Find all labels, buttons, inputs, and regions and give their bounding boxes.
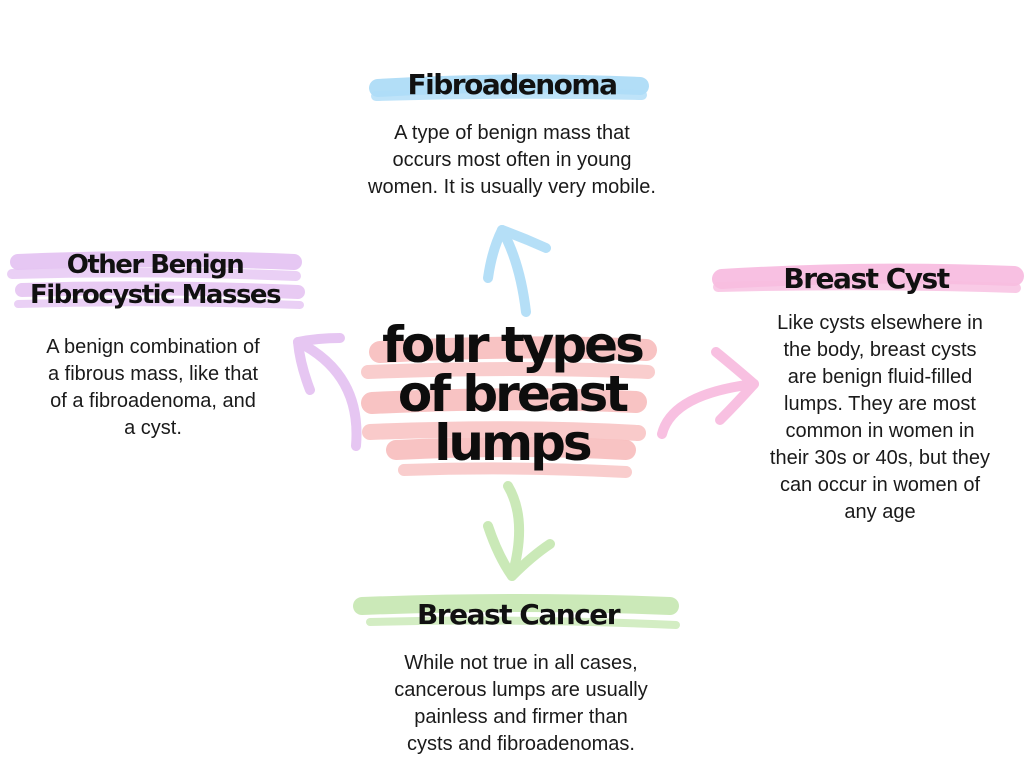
fibroadenoma-line: A type of benign mass that bbox=[394, 122, 630, 144]
other-line: a fibrous mass, like that bbox=[47, 363, 259, 385]
other-line: of a fibroadenoma, and bbox=[50, 390, 256, 412]
center-title-line-1: four types bbox=[382, 316, 645, 374]
fibroadenoma-highlight bbox=[369, 74, 649, 101]
other-highlight bbox=[7, 251, 305, 309]
fibroadenoma-line: occurs most often in young bbox=[392, 149, 632, 171]
cancer-line: While not true in all cases, bbox=[404, 652, 638, 674]
cancer-line: cancerous lumps are usually bbox=[394, 679, 648, 701]
cyst-line: lumps. They are most bbox=[784, 393, 976, 415]
arrow-right-icon bbox=[657, 347, 759, 439]
other-description: A benign combination of a fibrous mass, … bbox=[8, 334, 298, 442]
cyst-line: Like cysts elsewhere in bbox=[777, 312, 983, 334]
fibroadenoma-title: Fibroadenoma bbox=[407, 68, 618, 101]
center-title: four types of breast lumps bbox=[362, 320, 662, 468]
other-title: Other Benign Fibrocystic Masses bbox=[6, 250, 304, 310]
center-title-line-3: lumps bbox=[434, 414, 592, 472]
cyst-title: Breast Cyst bbox=[783, 262, 950, 295]
fibroadenoma-line: women. It is usually very mobile. bbox=[368, 176, 656, 198]
cyst-line: any age bbox=[844, 501, 916, 523]
center-title-line-2: of breast bbox=[397, 365, 629, 423]
cancer-highlight bbox=[353, 594, 680, 629]
cyst-description: Like cysts elsewhere in the body, breast… bbox=[730, 310, 1024, 526]
center-highlight bbox=[361, 336, 657, 478]
other-line: A benign combination of bbox=[46, 336, 260, 358]
cancer-title: Breast Cancer bbox=[416, 598, 621, 631]
cyst-highlight bbox=[712, 263, 1024, 293]
cancer-line: cysts and fibroadenomas. bbox=[407, 733, 635, 755]
fibroadenoma-description: A type of benign mass that occurs most o… bbox=[332, 120, 692, 201]
cyst-line: are benign fluid-filled bbox=[787, 366, 973, 388]
cancer-line: painless and firmer than bbox=[414, 706, 628, 728]
cyst-line: their 30s or 40s, but they bbox=[769, 447, 991, 469]
other-line: a cyst. bbox=[124, 417, 182, 439]
arrow-up-icon bbox=[483, 225, 551, 317]
other-title-line-1: Other Benign bbox=[66, 250, 245, 280]
arrow-down-icon bbox=[483, 481, 555, 581]
cancer-description: While not true in all cases, cancerous l… bbox=[346, 650, 696, 758]
cyst-line: the body, breast cysts bbox=[783, 339, 977, 361]
arrow-left-icon bbox=[293, 333, 362, 451]
other-title-line-2: Fibrocystic Masses bbox=[29, 280, 282, 310]
cyst-line: can occur in women of bbox=[779, 474, 981, 496]
cyst-line: common in women in bbox=[785, 420, 975, 442]
